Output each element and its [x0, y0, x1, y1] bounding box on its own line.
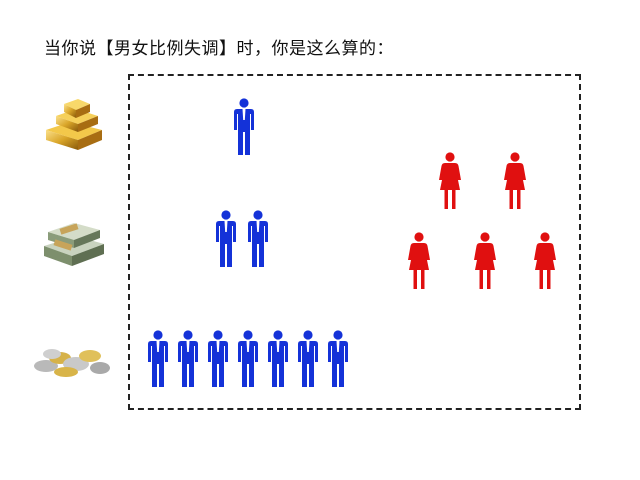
male-figure	[268, 330, 288, 387]
page-title: 当你说【男女比例失调】时，你是这么算的：	[44, 39, 394, 59]
female-figure	[408, 232, 430, 289]
comparison-frame	[128, 74, 581, 410]
coins-icon	[34, 349, 110, 377]
male-figure	[234, 98, 254, 155]
male-figure	[298, 330, 318, 387]
male-figure	[216, 210, 236, 267]
male-figure	[248, 210, 268, 267]
male-figure	[178, 330, 198, 387]
male-figure	[328, 330, 348, 387]
female-figure	[534, 232, 556, 289]
male-figure	[238, 330, 258, 387]
male-figure	[148, 330, 168, 387]
male-figure	[208, 330, 228, 387]
female-figure	[474, 232, 496, 289]
female-figure	[439, 152, 461, 209]
female-figure	[504, 152, 526, 209]
cash-stack-icon	[44, 223, 104, 266]
gold-bars-icon	[46, 99, 102, 150]
